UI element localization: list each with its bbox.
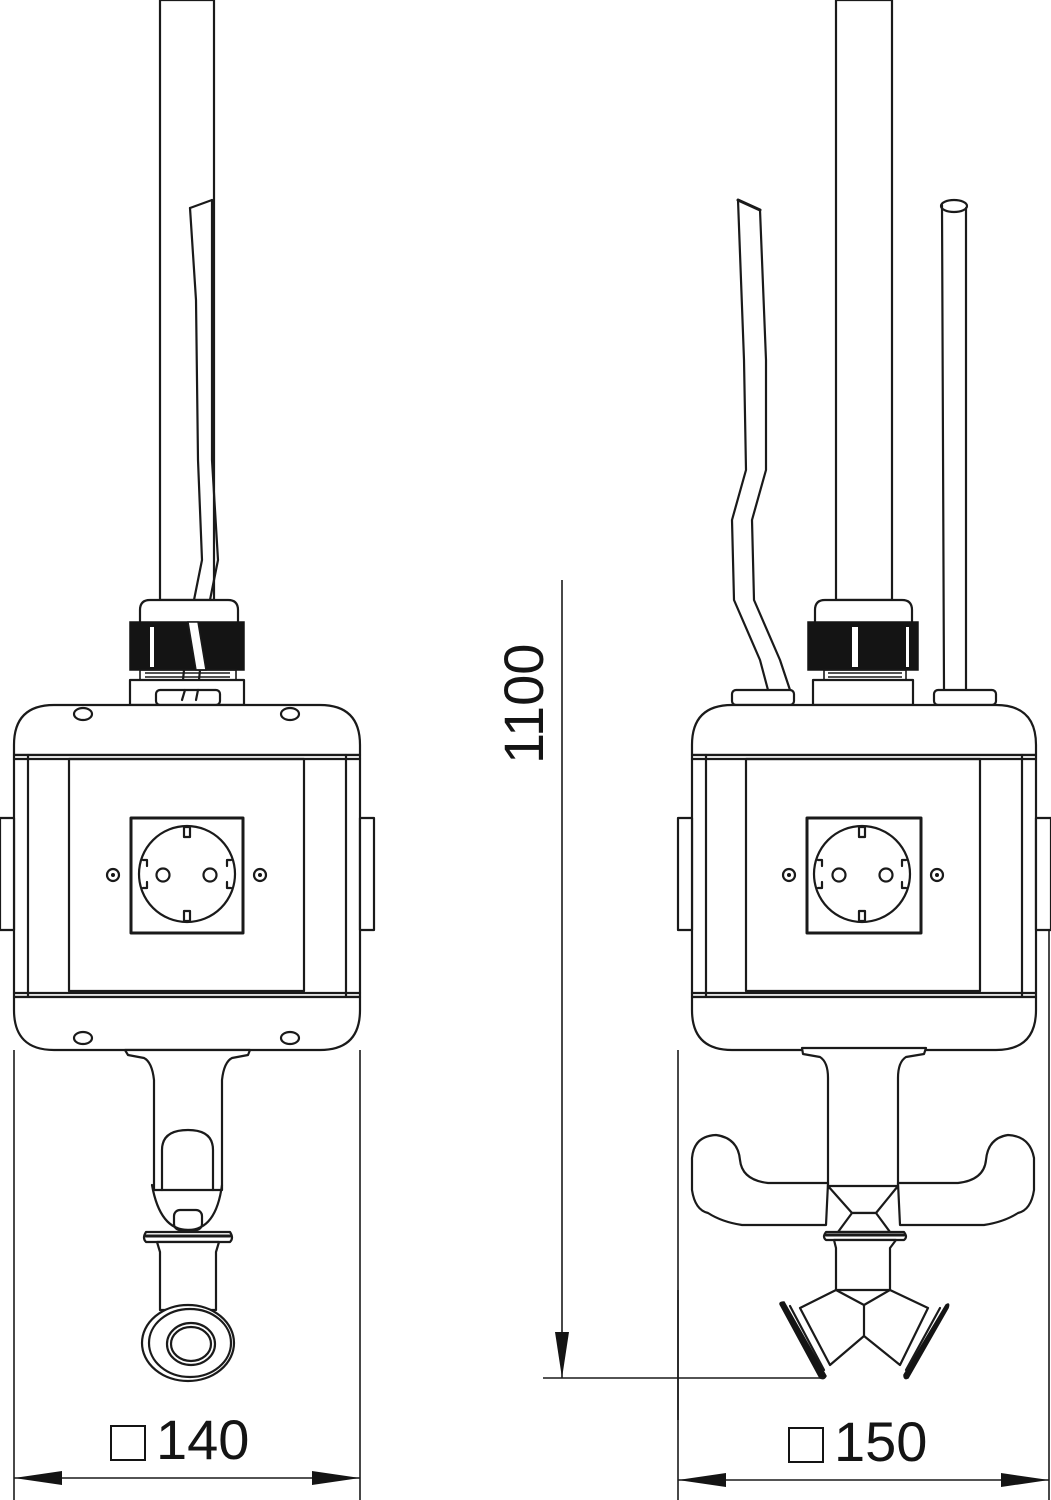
dimensions bbox=[13, 580, 1050, 1500]
left-front-panel bbox=[67, 757, 306, 993]
right-front-panel bbox=[744, 757, 982, 993]
left-width-label: 140 bbox=[110, 1412, 249, 1468]
left-gland-nut bbox=[129, 621, 245, 671]
square-symbol-icon bbox=[788, 1427, 824, 1463]
right-width-label: 150 bbox=[788, 1414, 927, 1470]
right-cable-right-a bbox=[940, 203, 946, 692]
right-clamp-bracket bbox=[800, 1046, 928, 1190]
square-symbol-icon bbox=[110, 1425, 146, 1461]
left-gland-cap bbox=[138, 598, 240, 627]
right-housing-top bbox=[690, 703, 1038, 757]
height-label: 1100 bbox=[492, 643, 555, 764]
left-housing-body bbox=[12, 753, 362, 999]
right-hook-right bbox=[896, 1133, 1036, 1227]
left-housing-top bbox=[12, 703, 362, 757]
right-gland-cap bbox=[813, 598, 914, 627]
left-clamp-ring bbox=[140, 1303, 236, 1383]
left-clamp-bracket bbox=[123, 1048, 252, 1192]
left-housing-bottom bbox=[12, 995, 362, 1052]
right-unit bbox=[676, 0, 1051, 1380]
right-cable-left-b bbox=[750, 208, 792, 692]
left-socket-frame bbox=[129, 816, 245, 935]
right-housing-body bbox=[690, 753, 1038, 999]
right-gland-nut bbox=[807, 621, 919, 671]
right-cable-left-a bbox=[730, 198, 770, 692]
right-hook-left bbox=[690, 1133, 830, 1227]
right-housing-bottom bbox=[690, 995, 1038, 1052]
left-pole bbox=[158, 0, 216, 602]
right-socket-frame bbox=[805, 816, 923, 935]
left-unit bbox=[0, 0, 376, 1383]
right-pole bbox=[834, 0, 894, 602]
